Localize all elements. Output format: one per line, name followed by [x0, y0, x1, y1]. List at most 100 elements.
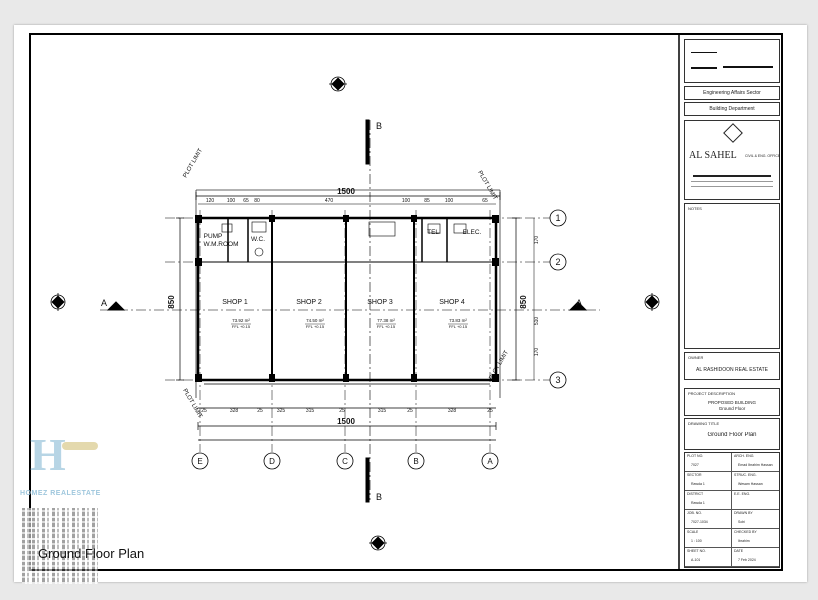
top-dim-label: 100: [227, 198, 236, 204]
authority-calligraphy-icon: [723, 50, 773, 68]
grid-col-label: A: [487, 457, 493, 466]
top-dim-label: 80: [254, 198, 260, 204]
notes-box: NOTES: [684, 203, 780, 349]
notes-label: NOTES: [688, 206, 702, 211]
shop-area: 77.38 m²: [377, 318, 395, 323]
elevation-marker-icon: [50, 76, 660, 551]
shop-area: 73.92 m²: [232, 318, 250, 323]
grid-rows: 123: [165, 209, 567, 389]
top-dim-label: 100: [445, 198, 454, 204]
shop-level: FFL +0.15: [449, 324, 468, 329]
shop-level: FFL +0.15: [306, 324, 325, 329]
drawing-caption: Ground Floor Plan: [38, 546, 145, 561]
title-field-label: DATE: [734, 549, 744, 553]
bottom-dim-label: 315: [378, 408, 387, 414]
title-field-value: 1 : 100: [691, 539, 702, 543]
top-dim-label: 470: [325, 198, 334, 204]
top-dim-label: 100: [402, 198, 411, 204]
grid-bubble-col: [191, 452, 209, 470]
title-field-label: DISTRICT: [687, 492, 704, 496]
top-dim-label: 120: [206, 198, 215, 204]
consultant-arabic-name-icon: [693, 167, 771, 177]
bottom-dim-label: 25: [339, 408, 345, 414]
owner-label: OWNER: [688, 355, 704, 360]
plot-limit: [195, 189, 501, 398]
grid-bubble-row: [549, 253, 567, 271]
section-label-a-right: A: [576, 298, 582, 308]
drawing-sheet: [14, 25, 807, 582]
bottom-dim-label: 325: [277, 408, 286, 414]
shop-level: FFL +0.15: [377, 324, 396, 329]
plot-limit-label-bl: PLOT LIMIT: [181, 388, 203, 419]
project-box: PROJECT DESCRIPTION PROPOSED BUILDING Gr…: [684, 388, 780, 416]
drawing-title-label: DRAWING TITLE: [688, 421, 720, 426]
title-field: CHECKED BY Ibrahim: [732, 529, 779, 548]
room-label-wm-room: W.M.ROOM: [203, 241, 238, 248]
title-field-value: A-101: [691, 558, 701, 562]
top-dim-label: 65: [482, 198, 488, 204]
bottom-dim-label: 328: [230, 408, 239, 414]
grid-bubble-col: [481, 452, 499, 470]
bottom-dim-label: 328: [448, 408, 457, 414]
fixtures: [221, 221, 467, 257]
plot-limit-label-br: PLOT LIMIT: [489, 350, 511, 381]
top-dim-label: 85: [424, 198, 430, 204]
section-label-b-bottom: B: [376, 492, 382, 502]
title-field-label: DRAWN BY: [734, 511, 753, 515]
title-field-value: 7027-1034: [691, 520, 708, 524]
qr-code-pattern: [22, 508, 98, 584]
title-field-label: SHEET NO.: [687, 549, 706, 553]
department-title: Building Department: [684, 102, 780, 116]
title-field-value: Sohi: [738, 520, 746, 524]
overall-height-right: 850: [519, 295, 528, 309]
side-dim-label: 170: [534, 348, 540, 357]
bottom-dim-label: 25: [257, 408, 263, 414]
title-field: DRAWN BY Sohi: [732, 510, 779, 529]
side-dim-label: 170: [534, 236, 540, 245]
watermark-text: HOMEZ REALESTATE: [20, 490, 101, 497]
section-label-b-top: B: [376, 121, 382, 131]
company-title: Engineering Affairs Sector: [684, 86, 780, 100]
grid-bubble-col: [336, 452, 354, 470]
top-overall-dimension: [195, 192, 501, 200]
overall-width-label: 1500: [337, 187, 355, 196]
consultant-subtitle: CIVIL & ENG. OFFICE: [745, 154, 781, 158]
title-field-label: ARCH. ENG.: [734, 454, 755, 458]
title-field-value: 7 Feb 2024: [738, 558, 756, 562]
shop-label: SHOP 3: [367, 299, 393, 306]
overall-height-left: 850: [167, 295, 176, 309]
title-field-label: SCALE: [687, 530, 699, 534]
consultant-seal-icon: [723, 123, 743, 143]
drawing-title-box: DRAWING TITLE Ground Floor Plan: [684, 418, 780, 450]
title-field-value: Emad Ibrahim Hassan: [738, 463, 773, 467]
title-field-label: CHECKED BY: [734, 530, 757, 534]
grid-row-label: 1: [555, 213, 560, 223]
grid-bubble-col: [263, 452, 281, 470]
watermark-logo-icon: H: [22, 428, 102, 488]
consultant-name: AL SAHEL: [689, 150, 737, 161]
bottom-dim-label: 25: [487, 408, 493, 414]
title-field-value: Rawda 1: [691, 501, 705, 505]
top-dim-label: 65: [243, 198, 249, 204]
consultant-block: AL SAHEL CIVIL & ENG. OFFICE: [684, 120, 780, 200]
title-field-value: Ibrahim: [738, 539, 750, 543]
shop-area: 74.50 m²: [306, 318, 324, 323]
consultant-contact-line: [691, 181, 773, 182]
project-label: PROJECT DESCRIPTION: [688, 391, 736, 396]
bottom-overall-dimension: [197, 407, 497, 441]
side-dimensions: [176, 217, 520, 381]
shop-area: 73.83 m²: [449, 318, 467, 323]
grid-bubble-row: [549, 209, 567, 227]
bottom-dim-label: 25: [201, 408, 207, 414]
grid-bubble-col: [407, 452, 425, 470]
plot-limit-label-left: PLOT LIMIT: [183, 148, 205, 179]
sheet-border: [29, 33, 783, 571]
owner-value: AL RASHIDOON REAL ESTATE: [696, 367, 768, 373]
section-A-left: [100, 301, 600, 311]
